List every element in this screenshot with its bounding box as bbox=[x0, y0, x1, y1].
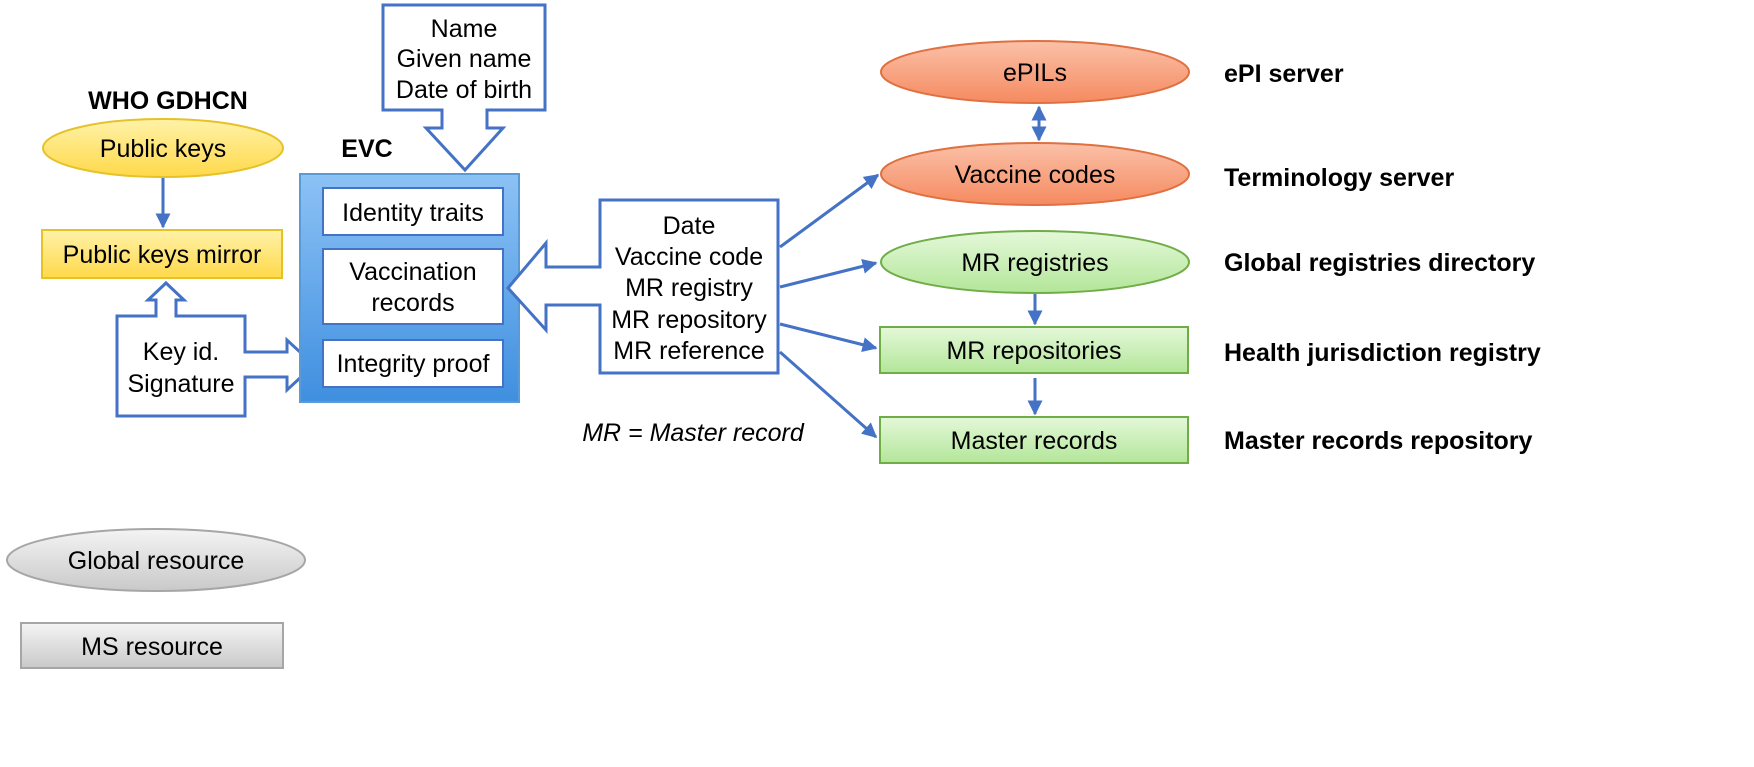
record-callout: Date Vaccine code MR registry MR reposit… bbox=[506, 198, 780, 375]
record-vaccine-code-label: Vaccine code bbox=[615, 243, 763, 271]
record-date-label: Date bbox=[663, 212, 716, 240]
identity-callout: Name Given name Date of birth bbox=[381, 3, 547, 173]
evc-title: EVC bbox=[341, 135, 392, 163]
record-mr-registry-label: MR registry bbox=[625, 274, 753, 302]
signature-label: Signature bbox=[127, 370, 234, 398]
public-keys-label: Public keys bbox=[100, 135, 226, 163]
identity-dob-label: Date of birth bbox=[396, 76, 532, 104]
legend-ms-resource: MS resource bbox=[20, 622, 284, 669]
signature-callout: Key id. Signature bbox=[115, 280, 317, 418]
master-records-label: Master records bbox=[951, 427, 1118, 455]
identity-traits-label: Identity traits bbox=[342, 199, 484, 227]
epils-label: ePILs bbox=[1003, 59, 1067, 87]
connector-vaccine-code bbox=[779, 173, 880, 249]
record-mr-reference-label: MR reference bbox=[613, 337, 764, 365]
epi-server-label: ePI server bbox=[1224, 60, 1344, 88]
identity-traits-box[interactable]: Identity traits bbox=[322, 187, 504, 236]
connector-mr-reference bbox=[779, 350, 878, 439]
terminology-server-label: Terminology server bbox=[1224, 164, 1454, 192]
legend-ms-resource-label: MS resource bbox=[81, 633, 223, 661]
identity-given-name-label: Given name bbox=[397, 45, 532, 73]
legend-global-resource: Global resource bbox=[6, 528, 306, 592]
public-keys-mirror-label: Public keys mirror bbox=[63, 241, 262, 269]
record-mr-repository-label: MR repository bbox=[611, 306, 767, 334]
who-gdhcn-title: WHO GDHCN bbox=[88, 87, 248, 115]
mr-registries-node[interactable]: MR registries bbox=[880, 230, 1190, 294]
connector-mr-registry bbox=[779, 258, 878, 289]
integrity-proof-box[interactable]: Integrity proof bbox=[322, 339, 504, 388]
master-records-repository-label: Master records repository bbox=[1224, 427, 1533, 455]
vaccination-records-label-1: Vaccination bbox=[349, 258, 476, 286]
mr-repositories-label: MR repositories bbox=[946, 337, 1121, 365]
epils-node[interactable]: ePILs bbox=[880, 40, 1190, 104]
vaccination-records-box[interactable]: Vaccination records bbox=[322, 248, 504, 325]
mr-note: MR = Master record bbox=[582, 419, 805, 447]
connector-mr-repository bbox=[779, 322, 878, 353]
global-registries-directory-label: Global registries directory bbox=[1224, 249, 1535, 277]
vaccination-records-label-2: records bbox=[371, 289, 454, 317]
key-id-label: Key id. bbox=[143, 338, 219, 366]
vaccine-codes-node[interactable]: Vaccine codes bbox=[880, 142, 1190, 206]
mr-repositories-node[interactable]: MR repositories bbox=[879, 326, 1189, 374]
vaccine-codes-label: Vaccine codes bbox=[955, 161, 1116, 189]
integrity-proof-label: Integrity proof bbox=[337, 350, 490, 378]
master-records-node[interactable]: Master records bbox=[879, 416, 1189, 464]
identity-name-label: Name bbox=[431, 15, 498, 43]
public-keys-mirror-node[interactable]: Public keys mirror bbox=[41, 229, 283, 279]
public-keys-node[interactable]: Public keys bbox=[42, 118, 284, 178]
health-jurisdiction-registry-label: Health jurisdiction registry bbox=[1224, 339, 1541, 367]
mr-registries-label: MR registries bbox=[961, 249, 1108, 277]
legend-global-resource-label: Global resource bbox=[68, 547, 244, 575]
